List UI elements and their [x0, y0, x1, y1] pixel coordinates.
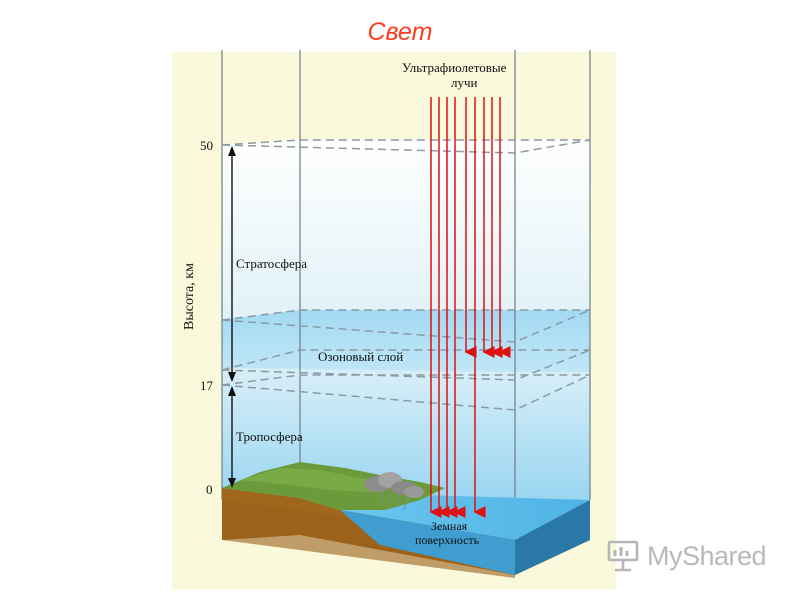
layer-boundaries — [221, 139, 591, 411]
land-shading — [240, 468, 395, 492]
stratosphere-label: Стратосфера — [236, 256, 307, 271]
ozone-layer-label: Озоновый слой — [318, 349, 403, 364]
water-front — [340, 510, 515, 575]
axis-arrow-50 — [228, 146, 236, 156]
water-side — [515, 500, 590, 575]
troposphere-label: Тропосфера — [236, 429, 303, 444]
rain-clouds — [364, 472, 424, 511]
axis-arrow-17-up — [228, 386, 236, 396]
watermark-logo — [607, 540, 639, 572]
column-edges — [221, 50, 591, 540]
axis-arrow-17-down — [228, 372, 236, 382]
slide-title: Свет — [367, 18, 433, 46]
altitude-axis-label: Высота, км — [182, 263, 197, 330]
axis-arrow-0 — [228, 478, 236, 488]
presentation-board-icon — [607, 540, 639, 572]
surface-label-line2: поверхность — [415, 533, 480, 547]
surface-label-line1: Земная — [431, 519, 468, 533]
uv-label-line1: Ультрафиолетовые — [402, 60, 507, 75]
tick-50: 50 — [200, 138, 213, 153]
tick-0: 0 — [206, 482, 213, 497]
uv-rays — [429, 97, 511, 518]
tick-17: 17 — [200, 378, 214, 393]
ozone-layer-band — [222, 310, 590, 372]
uv-label-line2: лучи — [451, 75, 478, 90]
watermark-text: MyShared — [647, 541, 767, 571]
